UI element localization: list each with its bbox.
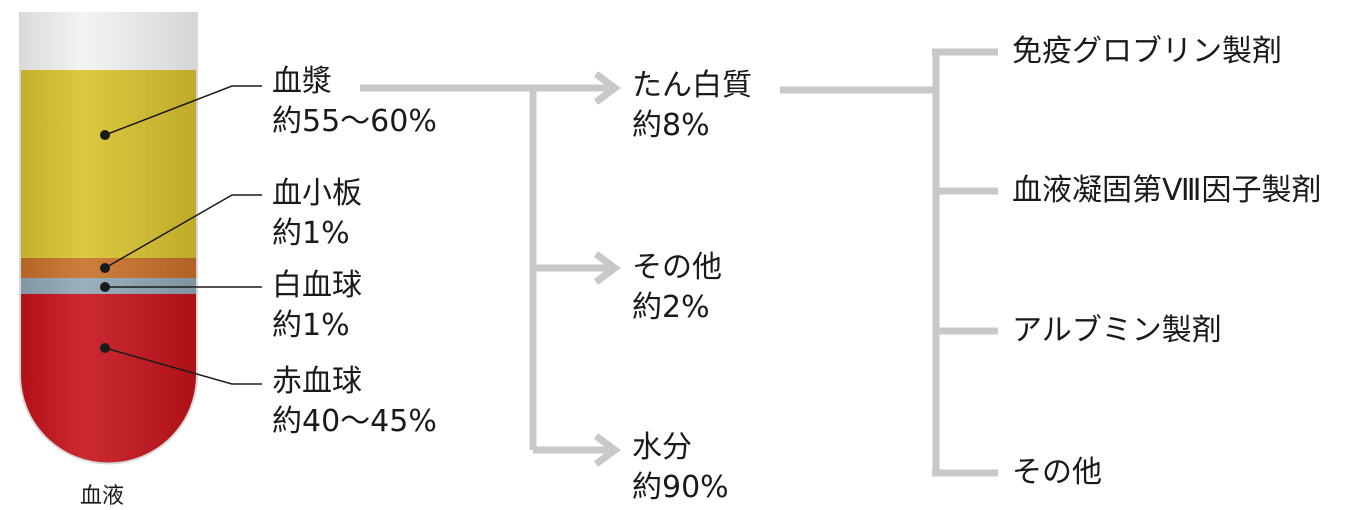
- plasma-label: 血漿 約55〜60%: [272, 62, 437, 142]
- water-name: 水分: [632, 430, 692, 465]
- white-cell-share: 約1%: [272, 308, 350, 343]
- other-component-label: その他 約2%: [632, 248, 722, 328]
- red-cell-dot: [100, 343, 110, 353]
- white-cell-dot: [100, 282, 110, 292]
- protein-share: 約8%: [632, 108, 710, 143]
- product-immunoglobulin: 免疫グロブリン製剤: [1012, 34, 1282, 69]
- platelet-leader: [104, 194, 262, 269]
- arrow-to-protein: [593, 71, 621, 105]
- red-cell-label: 赤血球 約40〜45%: [272, 362, 437, 442]
- white-cell-label: 白血球 約1%: [272, 266, 362, 346]
- red-cell-name: 赤血球: [272, 364, 362, 399]
- other-component-share: 約2%: [632, 290, 710, 325]
- platelet-name: 血小板: [272, 176, 362, 211]
- plasma-name: 血漿: [272, 64, 332, 99]
- blood-caption: 血液: [80, 484, 125, 509]
- protein-name: たん白質: [632, 68, 752, 103]
- platelet-dot: [100, 263, 110, 273]
- protein-label: たん白質 約8%: [632, 66, 752, 146]
- other-component-name: その他: [632, 250, 722, 285]
- product-albumin: アルブミン製剤: [1012, 313, 1222, 348]
- product-other: その他: [1012, 455, 1102, 490]
- leader-dots: [100, 130, 110, 353]
- test-tube: [19, 12, 198, 465]
- protein-products-connectors: [780, 48, 998, 477]
- white-cell-name: 白血球: [272, 268, 362, 303]
- water-share: 約90%: [632, 470, 729, 505]
- plasma-dot: [100, 130, 110, 140]
- platelet-label: 血小板 約1%: [272, 174, 362, 254]
- leader-lines: [104, 85, 262, 385]
- tube-outline: [19, 12, 198, 465]
- plasma-share: 約55〜60%: [272, 104, 437, 139]
- arrow-to-other: [593, 251, 621, 285]
- water-label: 水分 約90%: [632, 428, 729, 508]
- red-cell-leader: [104, 347, 262, 385]
- plasma-leader: [104, 85, 262, 136]
- plasma-breakdown-connectors: [360, 71, 621, 467]
- product-factor-viii: 血液凝固第Ⅷ因子製剤: [1012, 173, 1322, 208]
- arrow-to-water: [593, 433, 621, 467]
- red-cell-share: 約40〜45%: [272, 404, 437, 439]
- platelet-share: 約1%: [272, 216, 350, 251]
